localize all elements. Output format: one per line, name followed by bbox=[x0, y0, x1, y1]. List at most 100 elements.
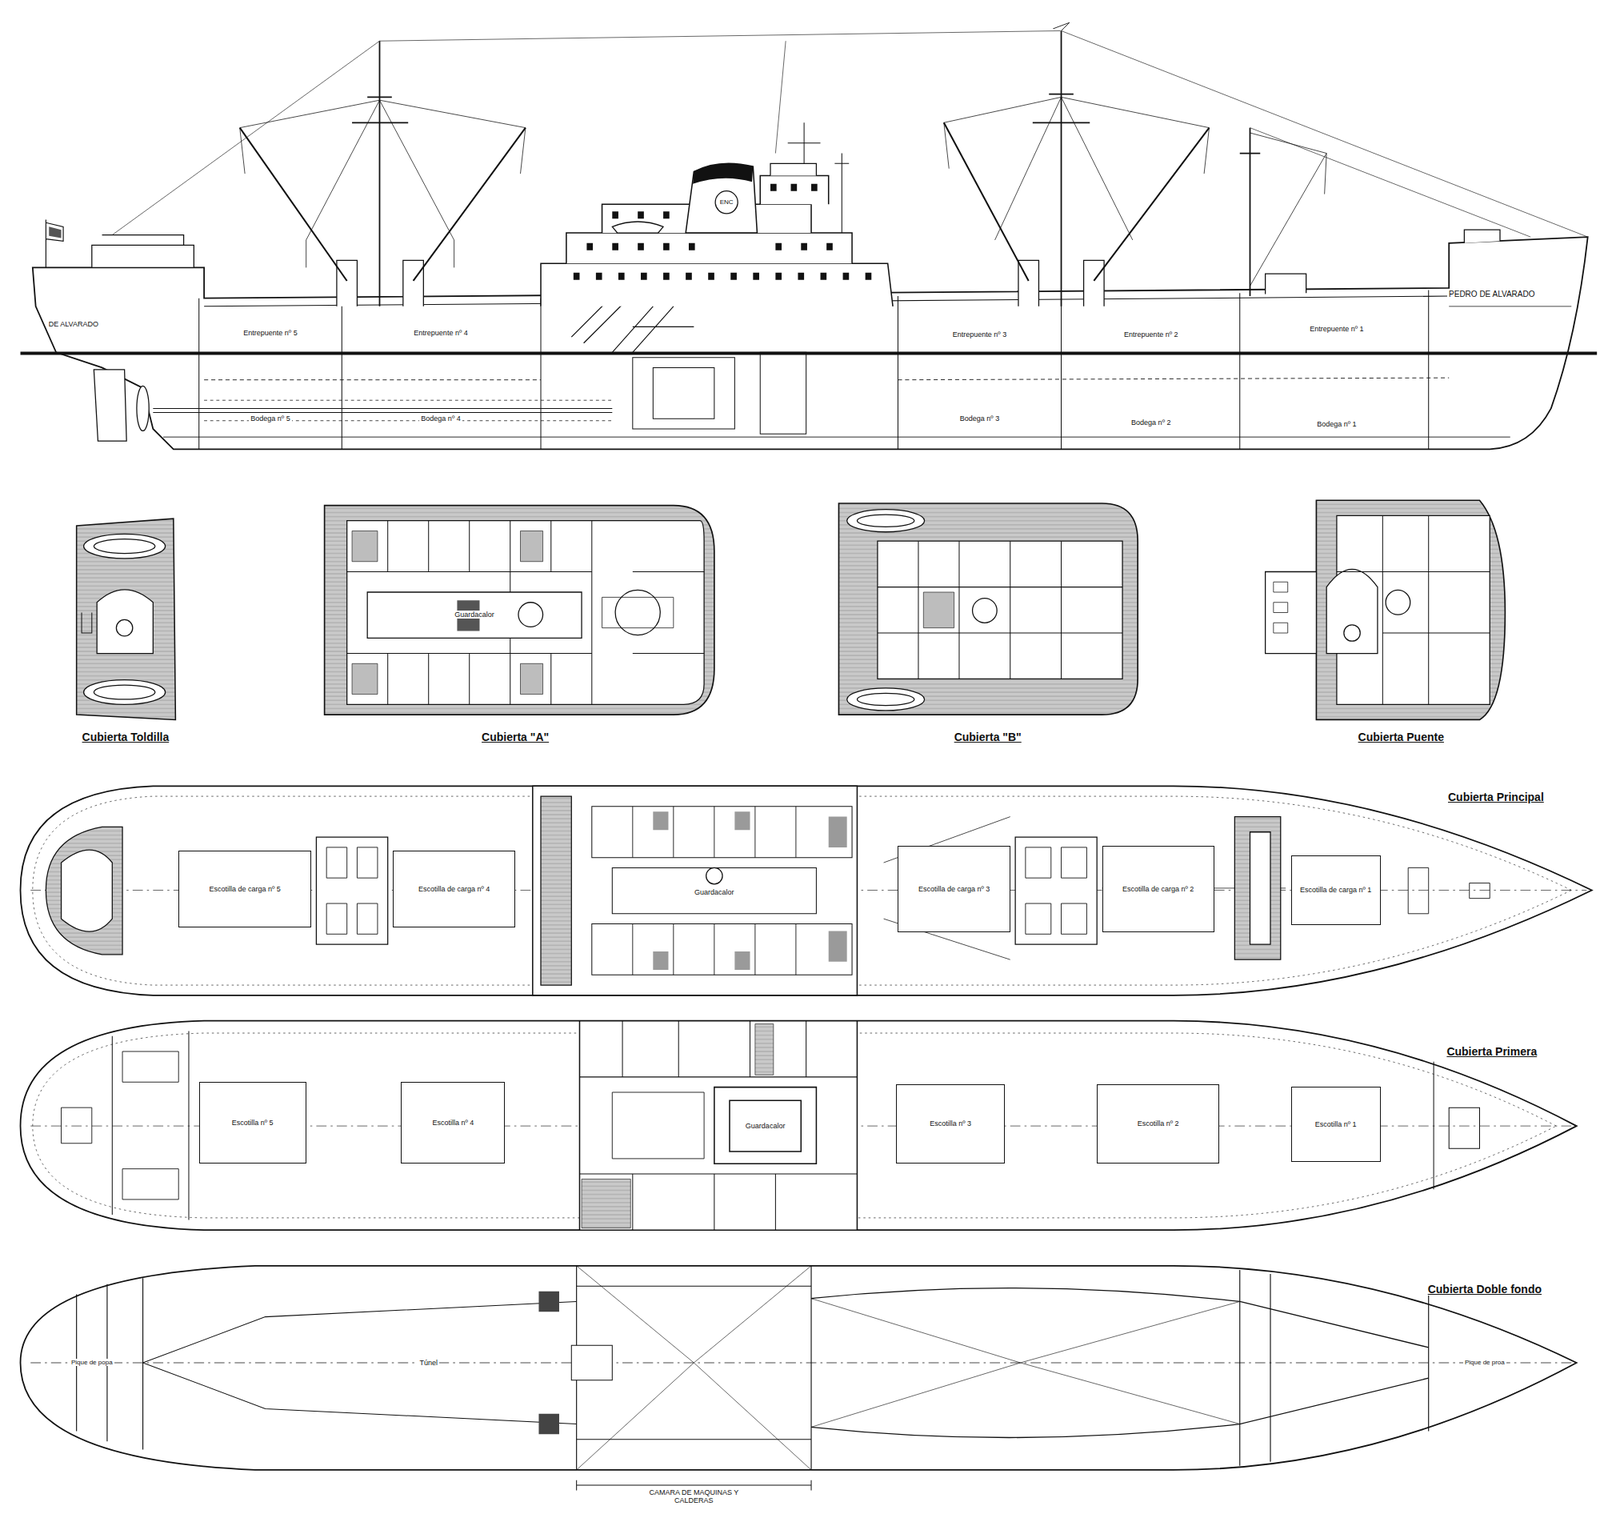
ship-profile bbox=[566, 232, 852, 264]
space-name: Bodega nº 4 bbox=[419, 414, 462, 423]
ship-profile bbox=[306, 100, 455, 268]
space-name: Entrepuente nº 1 bbox=[1308, 324, 1365, 333]
ship-profile bbox=[92, 235, 195, 268]
deck-plan bbox=[877, 540, 1123, 679]
ship-profile bbox=[632, 352, 807, 434]
deck-plan bbox=[1408, 867, 1490, 913]
deck-title: Cubierta "B" bbox=[952, 730, 1024, 744]
hatch-label: Escotilla de carga nº 2 bbox=[1122, 884, 1194, 893]
space-name: Túnel bbox=[417, 1358, 440, 1367]
hatch-box: Escotilla nº 2 bbox=[1096, 1084, 1220, 1164]
deck-plan bbox=[116, 619, 132, 636]
ship-profile bbox=[93, 369, 127, 441]
space-name: CAMARA DE MAQUINAS Y CALDERAS bbox=[632, 1488, 756, 1505]
ship-profile bbox=[1464, 229, 1500, 244]
deck-plan bbox=[20, 1265, 1577, 1470]
hatch-label: Escotilla de carga nº 5 bbox=[208, 884, 280, 893]
ship-profile bbox=[1240, 128, 1261, 296]
deck-plan bbox=[811, 1288, 1429, 1438]
ship-name: PEDRO DE ALVARADO bbox=[1447, 289, 1536, 300]
deck-plan bbox=[367, 592, 582, 638]
deck-title: Cubierta Toldilla bbox=[80, 730, 172, 744]
room-name: Guardacalor bbox=[692, 888, 736, 896]
space-name: Entrepuente nº 2 bbox=[1122, 330, 1180, 339]
deck-plan bbox=[1448, 1107, 1480, 1148]
deck-title: Cubierta Principal bbox=[1446, 790, 1546, 804]
room-name: Guardacalor bbox=[744, 1121, 788, 1130]
ship-profile bbox=[352, 40, 408, 307]
deck-plan bbox=[1336, 515, 1490, 704]
space-name: Entrepuente nº 4 bbox=[412, 328, 469, 337]
deck-plan bbox=[20, 785, 1592, 995]
deck-plan bbox=[61, 1051, 180, 1200]
deck-title: Cubierta Puente bbox=[1356, 730, 1446, 744]
ship-profile bbox=[586, 184, 832, 251]
space-name: Bodega nº 2 bbox=[1129, 418, 1172, 427]
hatch-box: Escotilla nº 1 bbox=[1291, 1086, 1381, 1161]
deck-plan bbox=[884, 816, 1287, 960]
space-name: Pique de proa bbox=[1463, 1358, 1507, 1366]
deck-plan bbox=[856, 692, 914, 705]
hatch-label: Escotilla de carga nº 1 bbox=[1300, 885, 1372, 894]
deck-plan bbox=[93, 539, 156, 554]
hatch-box: Escotilla de carga nº 3 bbox=[897, 845, 1010, 932]
deck-plan bbox=[45, 826, 123, 954]
space-name: Entrepuente nº 5 bbox=[241, 328, 299, 337]
deck-plan bbox=[76, 518, 176, 720]
deck-plan bbox=[1250, 832, 1272, 944]
deck-plan bbox=[518, 602, 544, 628]
hatch-label: Escotilla de carga nº 4 bbox=[418, 884, 490, 893]
deck-plan bbox=[540, 796, 572, 985]
deck-plan bbox=[76, 1265, 1429, 1470]
hatch-box: Escotilla de carga nº 5 bbox=[178, 850, 312, 928]
ship-profile bbox=[48, 226, 61, 238]
space-name: Pique de popa bbox=[69, 1358, 115, 1366]
deck-plan bbox=[579, 1020, 857, 1230]
space-name: Entrepuente nº 3 bbox=[951, 330, 1008, 339]
deck-plan bbox=[838, 503, 1138, 715]
deck-plan bbox=[347, 520, 704, 705]
ship-profile bbox=[1448, 305, 1572, 307]
ship-profile bbox=[379, 30, 1061, 41]
ship-profile bbox=[770, 163, 816, 176]
hatch-label: Escotilla nº 4 bbox=[432, 1118, 474, 1127]
ship-profile bbox=[204, 377, 1449, 380]
hatch-box: Escotilla nº 4 bbox=[400, 1081, 505, 1164]
ship-profile bbox=[612, 221, 664, 233]
deck-plan bbox=[612, 867, 816, 913]
deck-plan bbox=[706, 867, 723, 884]
deck-plan bbox=[61, 849, 113, 932]
deck-plan bbox=[714, 1087, 817, 1164]
deck-plan bbox=[1273, 581, 1288, 633]
deck-plan bbox=[1234, 816, 1280, 960]
room-name: Guardacalor bbox=[452, 610, 496, 619]
ship-profile bbox=[45, 219, 64, 268]
ship-profile bbox=[685, 163, 757, 233]
ship-profile bbox=[1265, 273, 1307, 295]
deck-plan bbox=[856, 514, 914, 527]
deck-plan bbox=[96, 589, 153, 654]
ship-profile bbox=[136, 385, 149, 431]
deck-plan bbox=[84, 533, 166, 559]
space-name: Bodega nº 3 bbox=[958, 414, 1001, 423]
hatch-label: Escotilla nº 2 bbox=[1137, 1119, 1180, 1128]
deck-plan bbox=[1316, 500, 1505, 720]
ship-profile bbox=[20, 22, 1598, 449]
deck-plan bbox=[877, 540, 1123, 679]
deck-plan bbox=[93, 684, 156, 700]
hatch-box: Escotilla nº 5 bbox=[199, 1081, 307, 1164]
ship-profile bbox=[944, 96, 1210, 240]
deck-plan bbox=[847, 509, 925, 532]
deck-title: Cubierta Doble fondo bbox=[1426, 1282, 1544, 1296]
hatch-box: Escotilla de carga nº 2 bbox=[1102, 845, 1215, 932]
deck-plan bbox=[30, 1362, 1572, 1364]
ship-profile bbox=[944, 122, 1210, 281]
deck-plan bbox=[81, 612, 92, 634]
deck-plan bbox=[602, 596, 674, 628]
deck-title: Cubierta Primera bbox=[1444, 1044, 1539, 1058]
deck-plan bbox=[923, 592, 954, 628]
ship-profile bbox=[1250, 132, 1328, 286]
deck-plan bbox=[579, 1020, 857, 1230]
ship-profile bbox=[199, 289, 1429, 449]
